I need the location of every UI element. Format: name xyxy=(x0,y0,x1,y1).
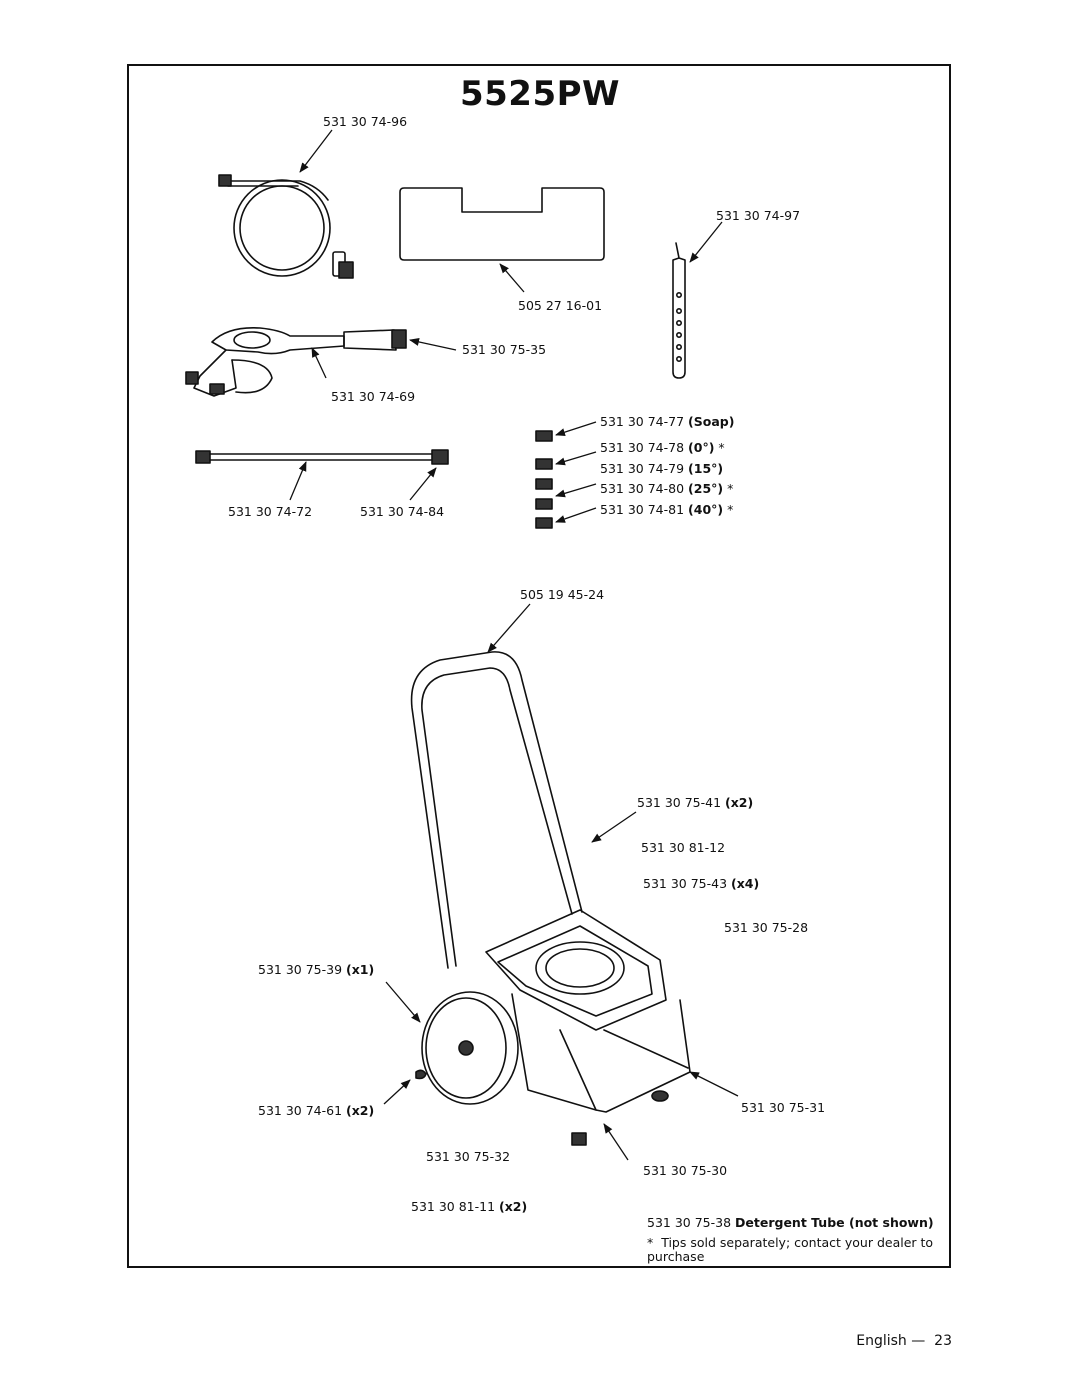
hose-drawing xyxy=(219,175,353,278)
tip-mark: * xyxy=(727,502,734,517)
footer-language: English — xyxy=(856,1333,926,1349)
label-bolt-upper: 531 30 75-41 (x2) xyxy=(637,795,754,810)
tip-part: 531 30 74-77 xyxy=(600,414,685,429)
label-base: 531 30 75-28 xyxy=(724,920,809,935)
model-title: 5525PW xyxy=(459,74,621,114)
page-number: 23 xyxy=(934,1333,952,1349)
diagram-frame xyxy=(127,64,951,1268)
tip-part: 531 30 74-78 xyxy=(600,440,685,455)
tip-mark: * xyxy=(727,481,734,496)
label-gun: 531 30 74-69 xyxy=(331,389,416,404)
tip-part: 531 30 74-79 xyxy=(600,461,685,476)
label-bolt-mid: 531 30 75-43 (x4) xyxy=(643,876,760,891)
label-foot-right: 531 30 75-31 xyxy=(741,1100,826,1115)
tip-row: 531 30 74-80 (25°) * xyxy=(600,481,733,496)
tip-spec: (15°) xyxy=(688,461,724,476)
label-frame: 505 19 45-24 xyxy=(520,587,605,602)
label-screw: 531 30 81-11 (x2) xyxy=(411,1199,528,1214)
label-bracket: 531 30 81-12 xyxy=(641,840,726,855)
label-detergent: 531 30 75-38 Detergent Tube (not shown) xyxy=(647,1215,934,1230)
label-foot: 531 30 75-30 xyxy=(643,1163,728,1178)
label-lance-end: 531 30 74-84 xyxy=(360,504,445,519)
label-lance: 531 30 74-72 xyxy=(228,504,313,519)
tip-mark: * xyxy=(718,440,725,455)
card-drawing xyxy=(400,188,604,260)
tie-strap-drawing xyxy=(673,243,685,378)
tip-row: 531 30 74-78 (0°) * xyxy=(600,440,725,455)
tips-footnote: * Tips sold separately; contact your dea… xyxy=(647,1236,947,1264)
tip-spec: (40°) xyxy=(688,502,724,517)
lance-drawing xyxy=(196,450,448,464)
label-wheel: 531 30 75-39 (x1) xyxy=(258,962,375,977)
page-footer: English — 23 xyxy=(856,1333,952,1349)
tip-part: 531 30 74-80 xyxy=(600,481,685,496)
tip-part: 531 30 74-81 xyxy=(600,502,685,517)
tip-spec: (0°) xyxy=(688,440,715,455)
cart-drawing xyxy=(412,652,690,1145)
label-cap: 531 30 74-61 (x2) xyxy=(258,1103,375,1118)
tip-row: 531 30 74-79 (15°) xyxy=(600,461,723,476)
label-hose: 531 30 74-96 xyxy=(323,114,408,129)
tip-spec: (25°) xyxy=(688,481,724,496)
label-card: 505 27 16-01 xyxy=(518,298,603,313)
tip-spec: (Soap) xyxy=(688,414,735,429)
label-gun-handle: 531 30 75-35 xyxy=(462,342,547,357)
footnote-text: Tips sold separately; contact your deale… xyxy=(647,1235,934,1264)
label-tie-strap: 531 30 74-97 xyxy=(716,208,801,223)
tip-row: 531 30 74-77 (Soap) xyxy=(600,414,734,429)
spray-tips-drawing xyxy=(536,431,552,528)
label-post: 531 30 75-32 xyxy=(426,1149,511,1164)
spray-gun-drawing xyxy=(186,328,406,396)
footnote-mark: * xyxy=(647,1235,654,1250)
tip-row: 531 30 74-81 (40°) * xyxy=(600,502,733,517)
